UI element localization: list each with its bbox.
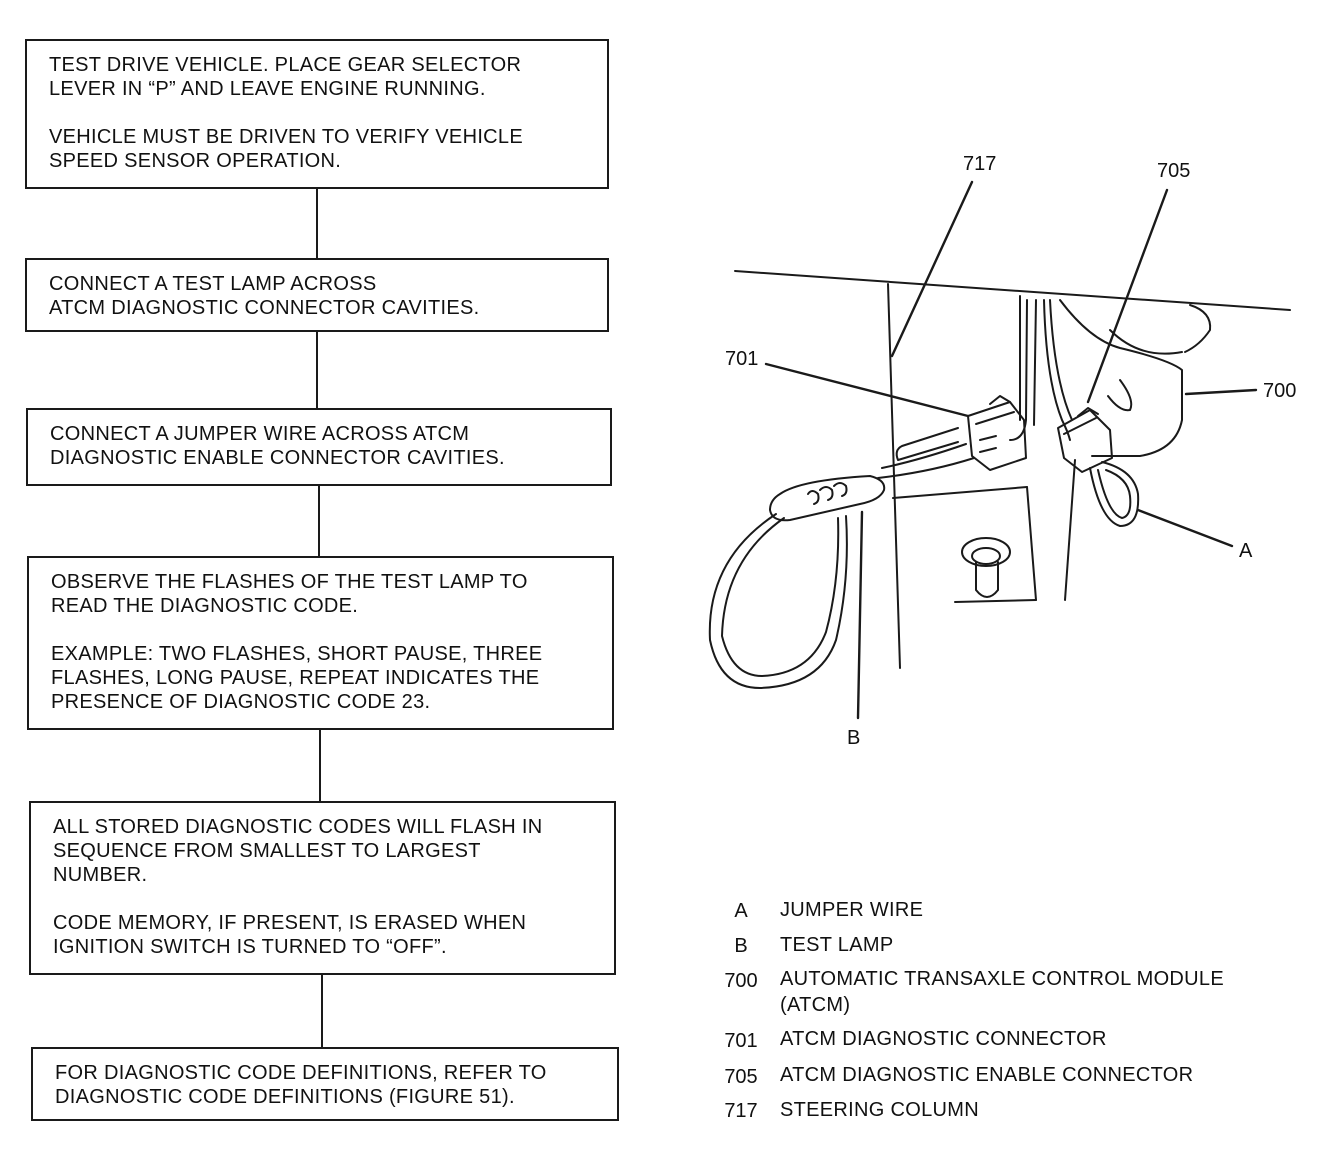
flow-step-5: ALL STORED DIAGNOSTIC CODES WILL FLASH I… <box>29 801 616 975</box>
callout-700: 700 <box>1263 380 1297 402</box>
callout-a: A <box>1239 540 1253 562</box>
steering-column <box>887 283 1037 669</box>
legend-code: B <box>734 935 748 957</box>
atcm-module <box>1019 295 1212 601</box>
atcm-diagnostic-connector <box>967 395 1027 471</box>
legend-code: A <box>734 900 748 922</box>
step-5-note: CODE MEMORY, IF PRESENT, IS ERASED WHEN … <box>53 912 527 958</box>
legend-text: TEST LAMP <box>780 934 894 956</box>
callout-701: 701 <box>725 348 759 370</box>
step-2-instruction: CONNECT A TEST LAMP ACROSS ATCM DIAGNOST… <box>49 273 480 319</box>
flow-connector <box>321 975 323 1047</box>
flow-step-4: OBSERVE THE FLASHES OF THE TEST LAMP TO … <box>27 556 614 730</box>
flow-step-2: CONNECT A TEST LAMP ACROSS ATCM DIAGNOST… <box>25 258 609 332</box>
flow-connector <box>316 189 318 258</box>
harness-wires <box>1009 299 1073 441</box>
callout-b: B <box>847 727 861 749</box>
step-3-instruction: CONNECT A JUMPER WIRE ACROSS ATCM DIAGNO… <box>50 423 505 469</box>
step-4-instruction: OBSERVE THE FLASHES OF THE TEST LAMP TO … <box>51 571 528 617</box>
test-lamp <box>708 427 975 689</box>
legend-text: ATCM DIAGNOSTIC CONNECTOR <box>780 1028 1107 1050</box>
step-1-instruction: TEST DRIVE VEHICLE. PLACE GEAR SELECTOR … <box>49 54 522 100</box>
flow-step-6: FOR DIAGNOSTIC CODE DEFINITIONS, REFER T… <box>31 1047 619 1121</box>
step-4-example: EXAMPLE: TWO FLASHES, SHORT PAUSE, THREE… <box>51 643 543 713</box>
legend-code: 700 <box>724 970 758 992</box>
step-1-note: VEHICLE MUST BE DRIVEN TO VERIFY VEHICLE… <box>49 126 523 172</box>
step-6-instruction: FOR DIAGNOSTIC CODE DEFINITIONS, REFER T… <box>55 1062 547 1108</box>
legend-code: 701 <box>724 1030 758 1052</box>
flow-step-3: CONNECT A JUMPER WIRE ACROSS ATCM DIAGNO… <box>26 408 612 486</box>
flow-connector <box>316 332 318 408</box>
flow-connector <box>319 730 321 801</box>
legend-code: 705 <box>724 1066 758 1088</box>
legend-code: 717 <box>724 1100 758 1122</box>
legend-text: JUMPER WIRE <box>780 899 924 921</box>
legend-text: ATCM DIAGNOSTIC ENABLE CONNECTOR <box>780 1064 1194 1086</box>
jumper-wire-loop <box>1089 461 1140 527</box>
legend-text: AUTOMATIC TRANSAXLE CONTROL MODULE (ATCM… <box>780 968 1224 1016</box>
ignition-knob <box>961 537 1011 598</box>
dashboard-edge <box>734 270 1291 311</box>
callout-717: 717 <box>963 153 997 175</box>
step-5-instruction: ALL STORED DIAGNOSTIC CODES WILL FLASH I… <box>53 816 543 886</box>
atcm-enable-connector <box>1057 407 1113 473</box>
leader-lines <box>764 180 1258 720</box>
legend-text: STEERING COLUMN <box>780 1099 979 1121</box>
flow-connector <box>318 486 320 556</box>
flow-step-1: TEST DRIVE VEHICLE. PLACE GEAR SELECTOR … <box>25 39 609 189</box>
callout-705: 705 <box>1157 160 1191 182</box>
